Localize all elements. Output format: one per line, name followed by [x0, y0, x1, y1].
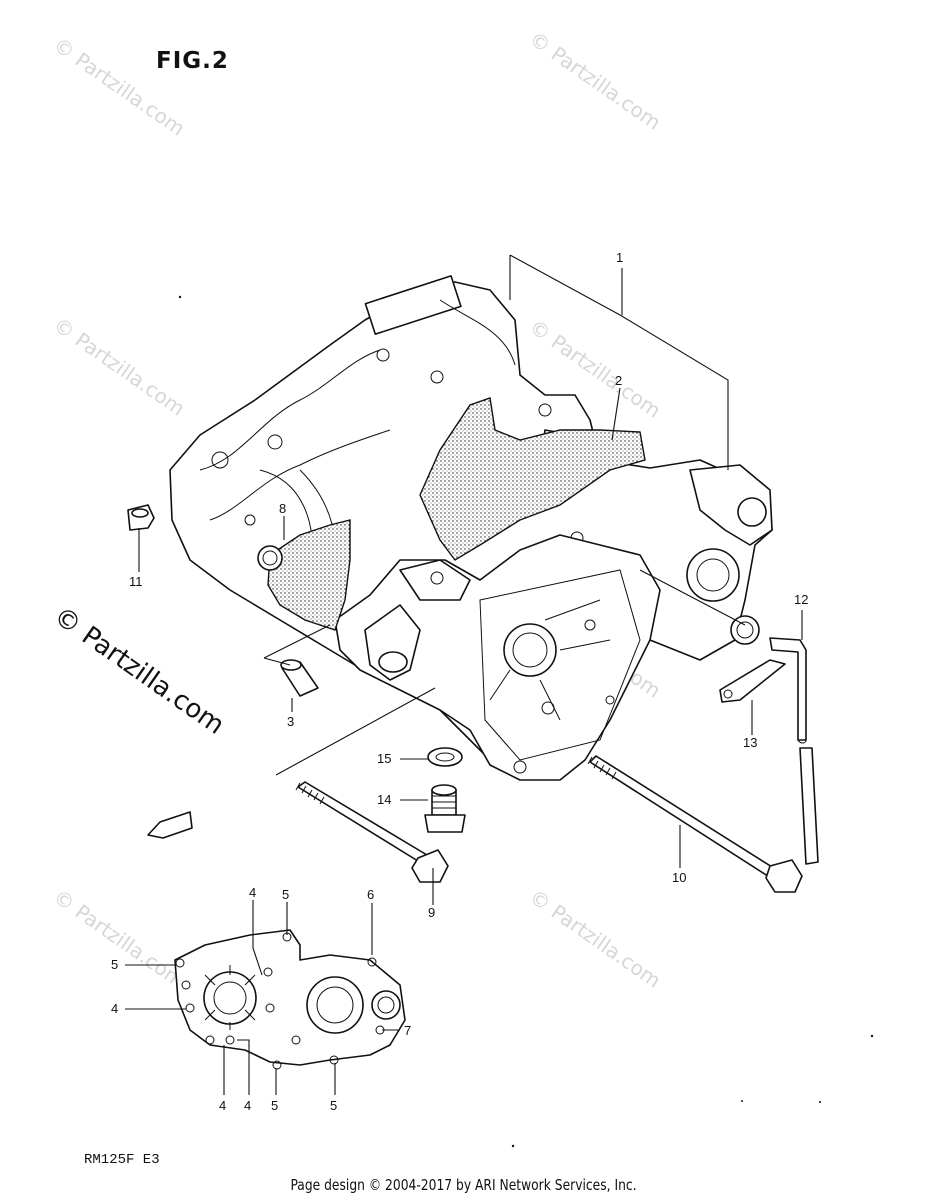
label-inset-4-bottom-a: 4	[219, 1098, 226, 1113]
label-inset-4-top: 4	[249, 885, 256, 900]
label-part-8: 8	[279, 501, 286, 516]
mid-tab	[399, 559, 471, 601]
rear-mount-hole	[737, 497, 767, 527]
part-13-clamp	[719, 659, 786, 703]
part-9-bolt	[295, 781, 449, 883]
part-14-drain-plug	[424, 784, 466, 833]
inset-bearing-right	[306, 976, 364, 1034]
crank-bearing-seat	[503, 623, 557, 677]
label-part-13: 13	[743, 735, 757, 750]
part-10-bolt	[587, 755, 803, 893]
label-inset-6: 6	[367, 887, 374, 902]
watermark-2: © Partzilla.com	[525, 26, 665, 134]
label-part-9: 9	[428, 905, 435, 920]
label-inset-4-bottom-b: 4	[244, 1098, 251, 1113]
label-inset-5-bottom-a: 5	[271, 1098, 278, 1113]
upper-mount-block	[364, 275, 462, 335]
footer-copyright: Page design © 2004-2017 by ARI Network S…	[290, 1176, 637, 1194]
label-inset-7: 7	[404, 1023, 411, 1038]
shift-boss	[730, 615, 760, 645]
part-15-washer	[427, 747, 463, 767]
crankcase-gasket-left	[267, 519, 351, 631]
inset-bearing-left	[203, 971, 257, 1025]
label-part-11: 11	[129, 574, 143, 589]
label-inset-5-bottom-b: 5	[330, 1098, 337, 1113]
label-part-15: 15	[377, 751, 391, 766]
watermark-7: © Partzilla.com	[525, 884, 665, 992]
label-inset-4-left: 4	[111, 1001, 118, 1016]
leader-lines	[125, 254, 803, 1095]
label-inset-5-top: 5	[282, 887, 289, 902]
label-part-1: 1	[616, 250, 623, 265]
label-part-2: 2	[615, 373, 622, 388]
part-12-breather-tube	[769, 637, 819, 865]
crankcase-gasket-upper	[419, 397, 646, 561]
watermark-1: © Partzilla.com	[49, 32, 189, 140]
watermark-3: © Partzilla.com	[49, 312, 189, 420]
part-11-cap	[127, 504, 155, 531]
bearing-boss-right	[686, 548, 740, 602]
figure-title: FIG.2	[156, 48, 229, 74]
watermark-6: © Partzilla.com	[49, 884, 189, 992]
inset-crankcase-detail	[174, 929, 406, 1070]
label-part-14: 14	[377, 792, 391, 807]
label-inset-5-left: 5	[111, 957, 118, 972]
part-number-labels: 1 2 8 11 3 15 14 9 10 12 13 4 5 6 5 4 7 …	[111, 250, 808, 1113]
part-3-dowel	[280, 659, 319, 697]
fwd-arrow-icon: FWD	[147, 811, 193, 839]
model-code: RM125F E3	[84, 1152, 160, 1168]
label-part-3: 3	[287, 714, 294, 729]
label-part-10: 10	[672, 870, 686, 885]
right-crankcase-half	[334, 534, 661, 781]
label-part-12: 12	[794, 592, 808, 607]
watermark-main: © Partzilla.com	[48, 601, 230, 741]
oring-8	[257, 545, 283, 571]
